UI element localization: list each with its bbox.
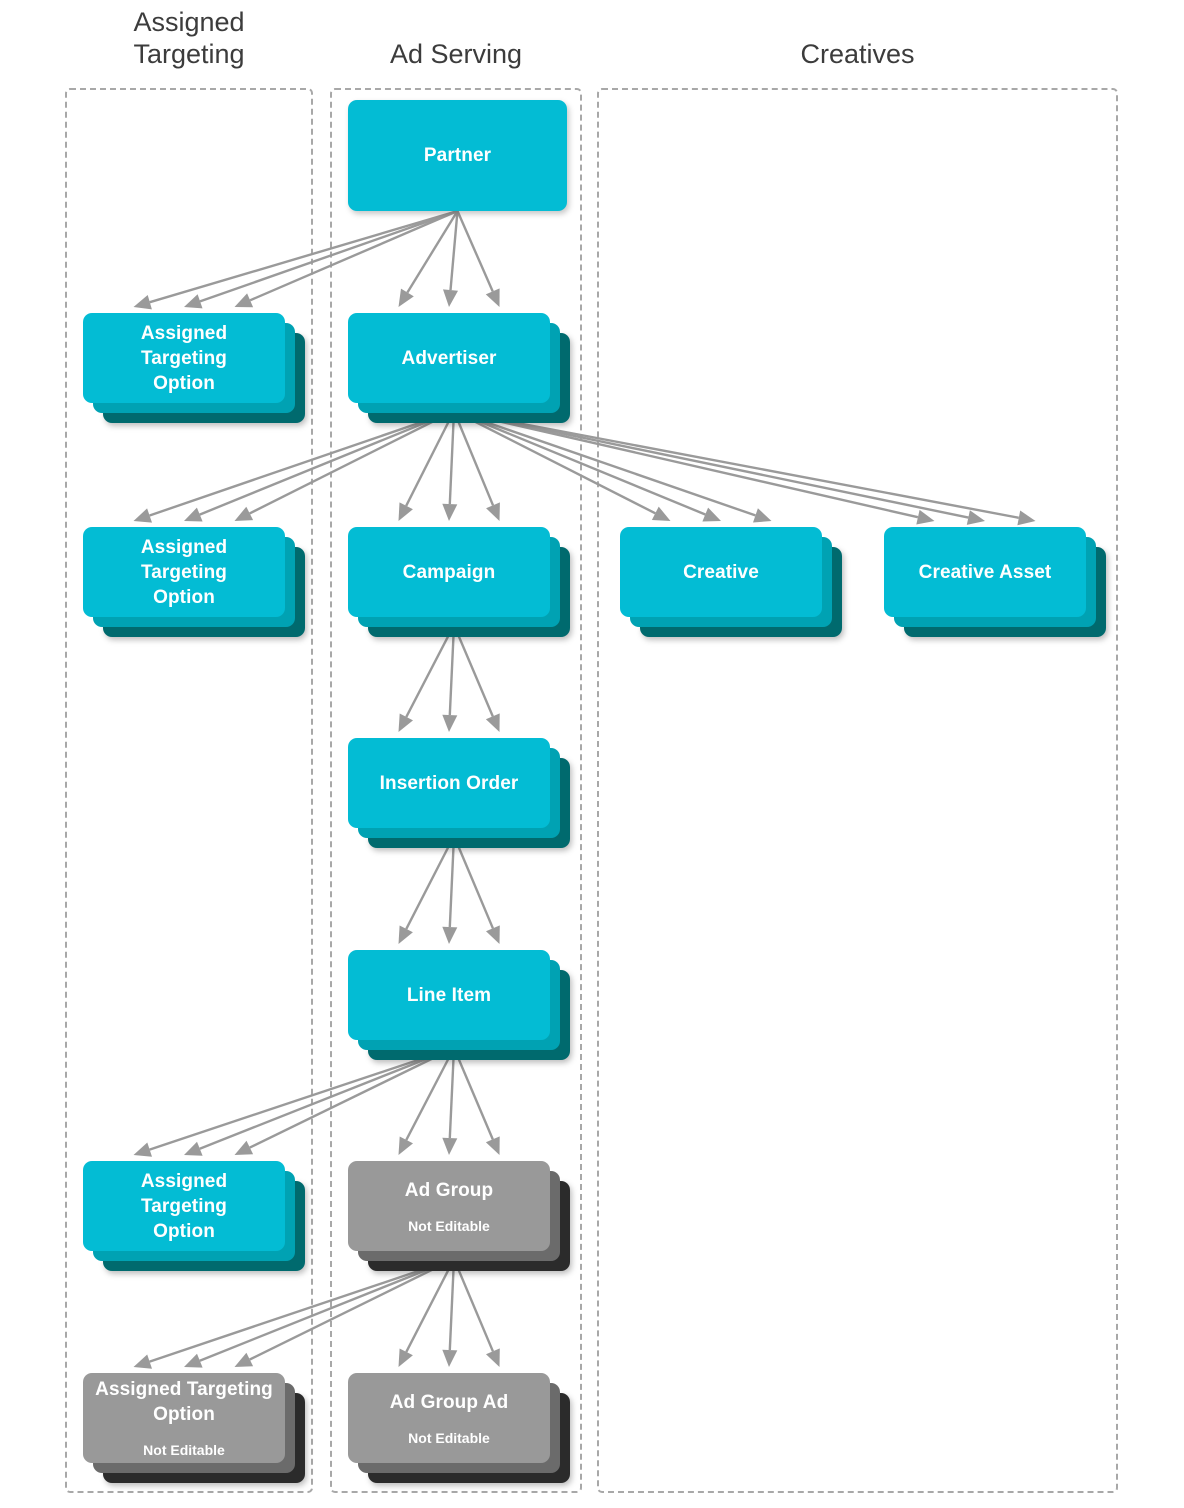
node-title: Creative [683, 561, 759, 583]
node-assigned-targeting-option-line-item[interactable]: Assigned Targeting Option [83, 1161, 305, 1271]
node-face: Campaign [348, 527, 550, 617]
node-assigned-targeting-option-partner[interactable]: Assigned Targeting Option [83, 313, 305, 423]
node-subtitle: Not Editable [408, 1217, 490, 1234]
node-title: Ad Group Ad [389, 1391, 509, 1413]
node-advertiser[interactable]: Advertiser [348, 313, 570, 423]
node-title: Assigned Targeting Option [140, 536, 228, 608]
node-line-item[interactable]: Line Item [348, 950, 570, 1060]
group-container-assigned-targeting [65, 88, 313, 1493]
node-face: Line Item [348, 950, 550, 1040]
node-face: Creative Asset [884, 527, 1086, 617]
node-title: Partner [423, 145, 492, 166]
node-creative-asset[interactable]: Creative Asset [884, 527, 1106, 637]
node-subtitle: Not Editable [408, 1429, 490, 1446]
node-title: Creative Asset [918, 561, 1052, 583]
node-campaign[interactable]: Campaign [348, 527, 570, 637]
column-header-assigned-targeting: Assigned Targeting [133, 7, 245, 69]
node-partner[interactable]: Partner [348, 100, 567, 211]
node-title: Line Item [406, 984, 492, 1006]
group-container-ad-serving [330, 88, 582, 1493]
node-title: Ad Group [404, 1179, 494, 1201]
node-face: Assigned Targeting Option [83, 1161, 285, 1251]
node-face: Insertion Order [348, 738, 550, 828]
node-face: Partner [348, 100, 567, 211]
node-face: Creative [620, 527, 822, 617]
node-insertion-order[interactable]: Insertion Order [348, 738, 570, 848]
node-face: Assigned Targeting Option [83, 527, 285, 617]
node-ad-group-ad[interactable]: Ad Group Ad Not Editable [348, 1373, 570, 1483]
node-title: Assigned Targeting Option [140, 322, 228, 394]
node-title: Assigned Targeting Option [140, 1170, 228, 1242]
node-face: Ad Group Ad Not Editable [348, 1373, 550, 1463]
node-title: Advertiser [401, 347, 497, 369]
column-header-creatives: Creatives [800, 39, 915, 69]
node-title: Campaign [402, 561, 496, 583]
node-face: Advertiser [348, 313, 550, 403]
node-assigned-targeting-option-advertiser[interactable]: Assigned Targeting Option [83, 527, 305, 637]
group-container-creatives [597, 88, 1118, 1493]
node-subtitle: Not Editable [143, 1442, 225, 1458]
node-face: Assigned Targeting Option [83, 313, 285, 403]
node-title: Assigned Targeting Option [95, 1379, 273, 1425]
node-title: Insertion Order [379, 772, 519, 794]
column-header-ad-serving: Ad Serving [389, 39, 523, 69]
node-creative[interactable]: Creative [620, 527, 842, 637]
